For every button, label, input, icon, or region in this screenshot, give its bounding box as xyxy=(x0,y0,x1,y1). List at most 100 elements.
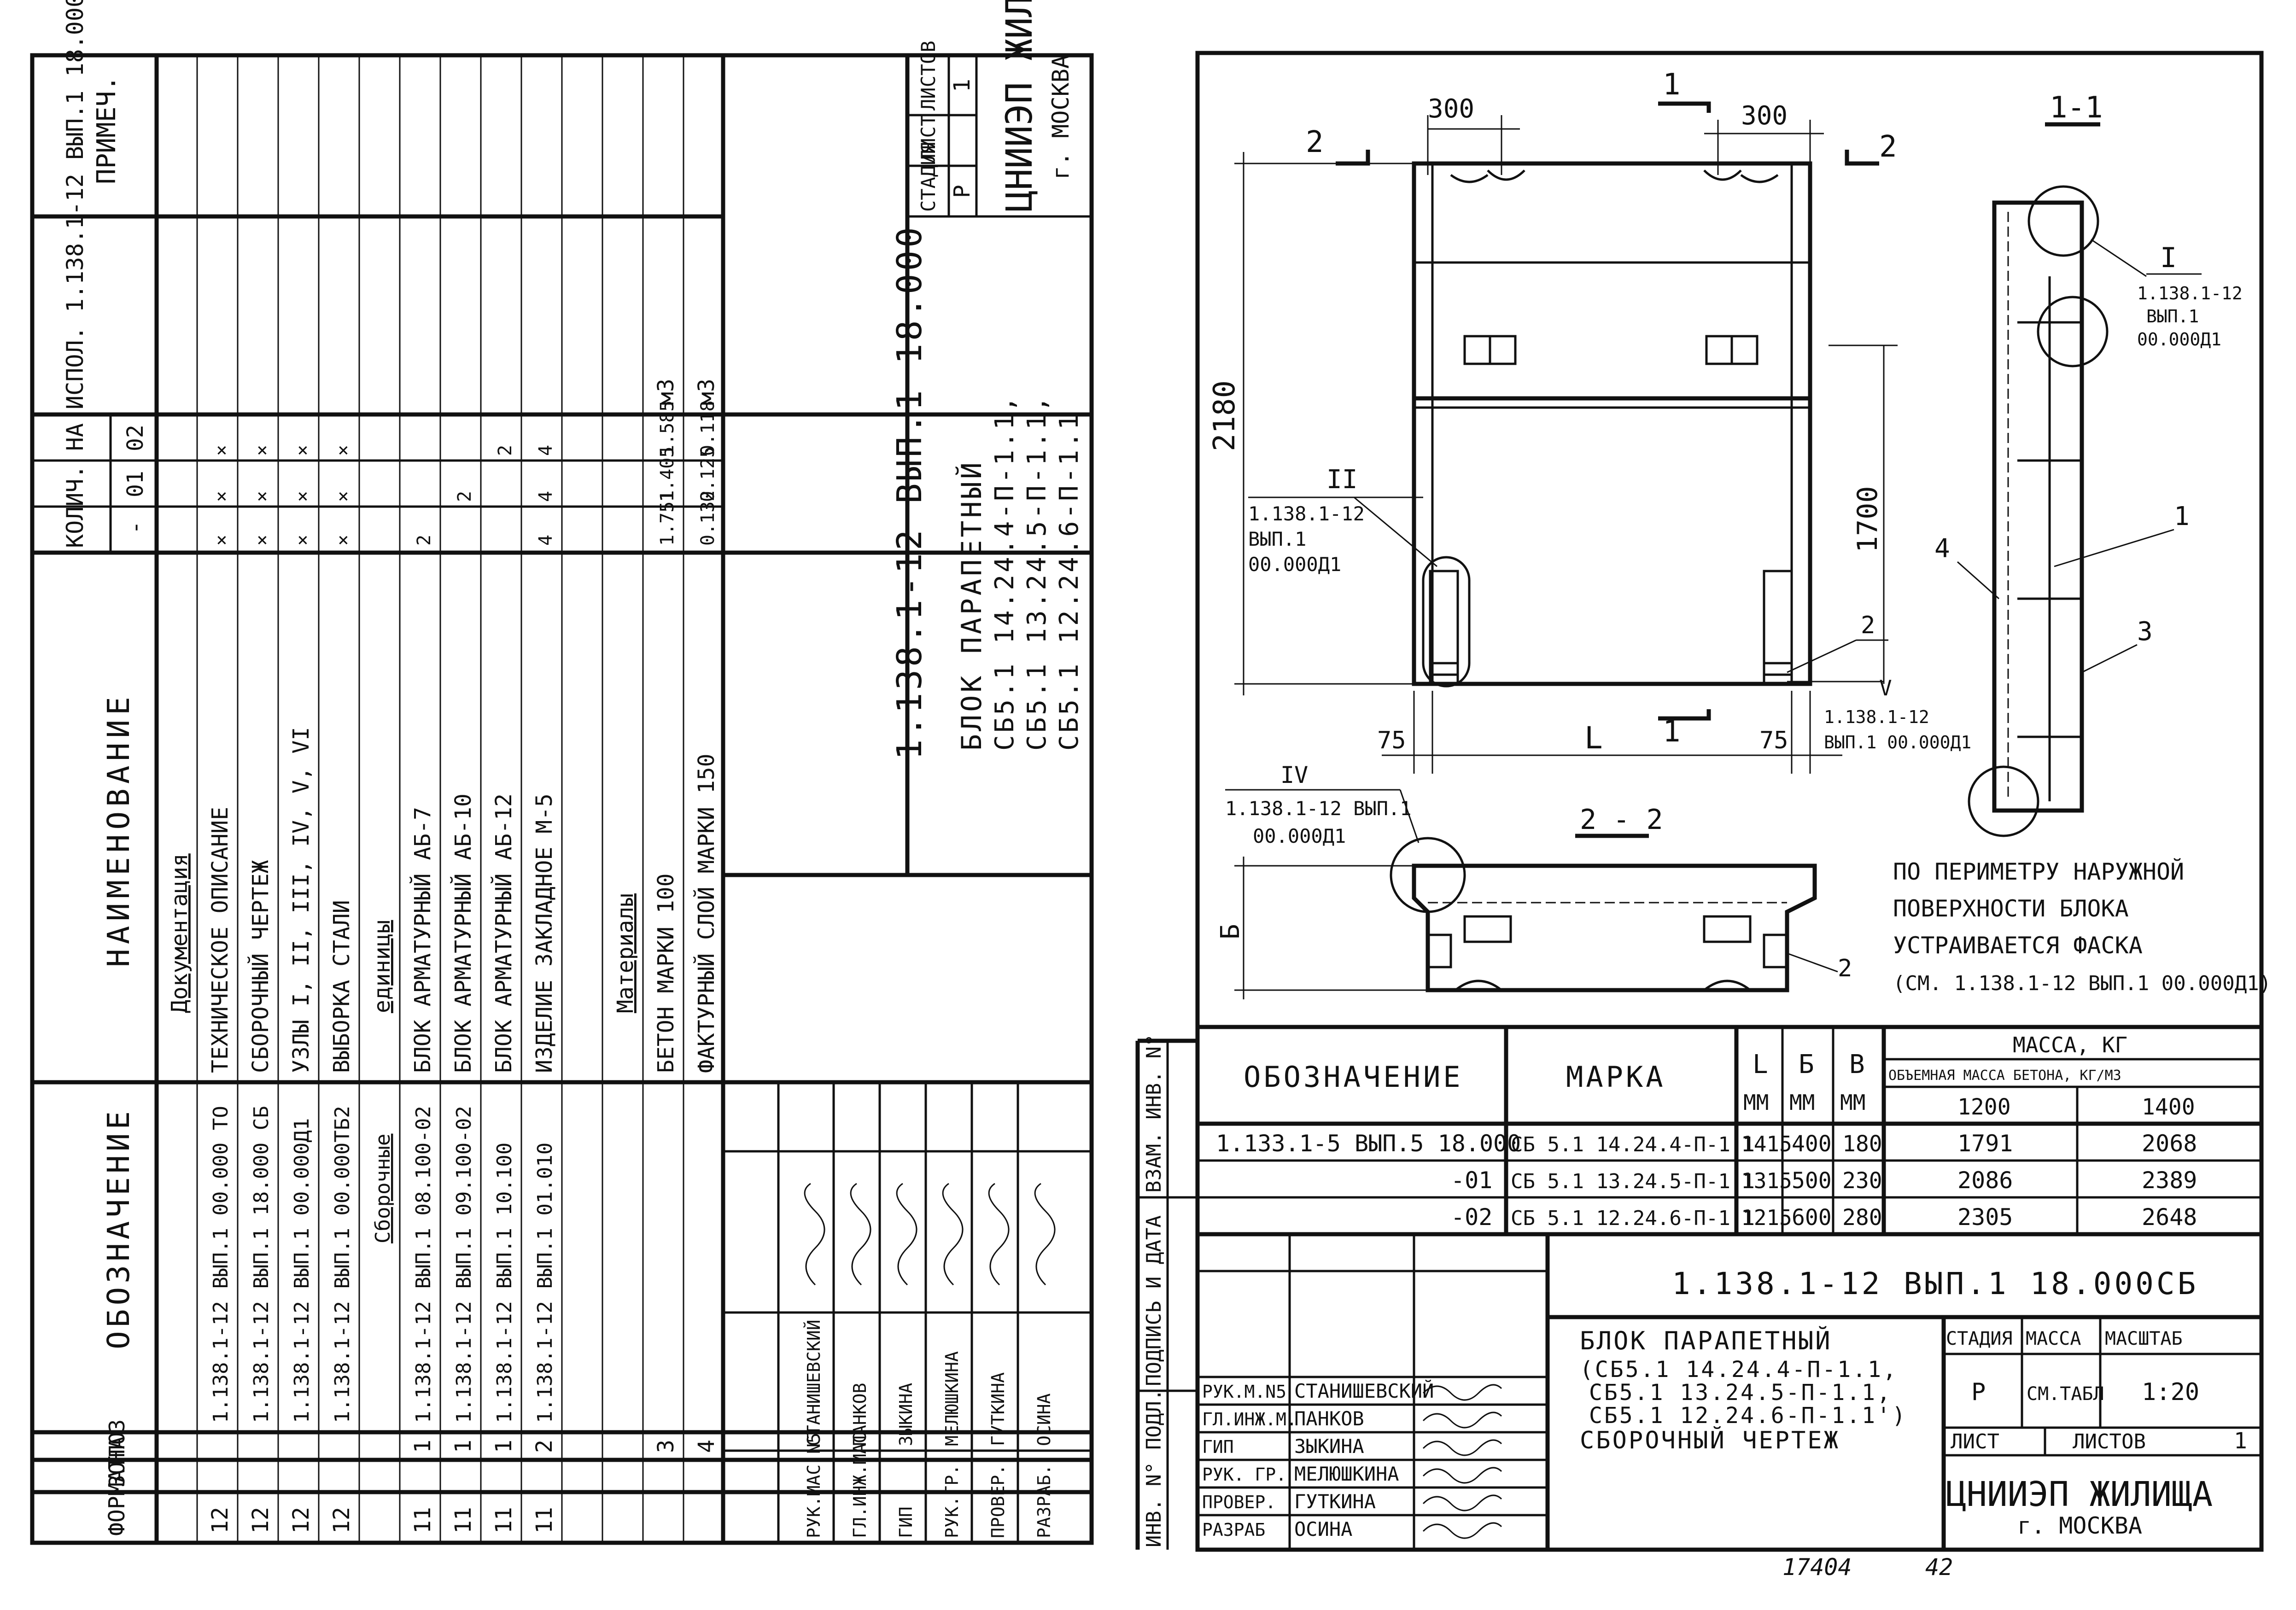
left-title-line-2: СБ5.1 13.24.5-П-1.1, xyxy=(1022,394,1052,751)
spec-cell-designation: 1.138.1-12 ВЫП.1 00.000Д1 xyxy=(290,1118,314,1423)
callout-I-ref-2: 00.000Д1 xyxy=(2137,329,2221,350)
panel-outline xyxy=(1412,161,1812,686)
right-title-line-1: (СБ5.1 14.24.4-П-1.1, xyxy=(1580,1357,1898,1382)
right-sheet: ИНВ. N° ПОДЛ. ПОДПИСЬ И ДАТА ВЗАМ. ИНВ. … xyxy=(1135,51,2271,1581)
left-signer-row: РУК.ГР.МЕЛЮШКИНА xyxy=(942,1183,964,1538)
spec-cell-qty-2: × xyxy=(292,445,313,456)
spec-cell-format: 12 xyxy=(329,1507,355,1534)
left-signer-role: РАЗРАБ. xyxy=(1034,1464,1054,1538)
marks-cell-m2: 2389 xyxy=(2142,1167,2197,1194)
spec-cell-qty-0: 2 xyxy=(414,535,435,546)
spec-cell-designation: 1.138.1-12 ВЫП.1 09.100-02 xyxy=(452,1106,476,1423)
section-pos-1: 1 xyxy=(2174,502,2190,531)
right-signer-name: СТАНИШЕВСКИЙ xyxy=(1294,1379,1434,1402)
spec-cell-name: БЕТОН МАРКИ 100 xyxy=(653,874,679,1073)
right-signer-role: ГИП xyxy=(1202,1437,1234,1457)
hdr-qty-col-2: 02 xyxy=(123,425,148,451)
spec-cell-name: единицы xyxy=(369,920,395,1013)
spec-cell-name: БЛОК АРМАТУРНЫЙ АБ-7 xyxy=(409,807,436,1073)
right-signer-row: ПРОВЕР.ГУТКИНА xyxy=(1202,1490,1502,1513)
marks-cell-m1: 2305 xyxy=(1957,1204,2013,1231)
spec-cell-designation: Сборочные xyxy=(371,1134,395,1243)
right-title-line-4: СБОРОЧНЫЙ ЧЕРТЕЖ xyxy=(1580,1426,1840,1454)
left-signer-role: РУК.ГР. xyxy=(942,1464,962,1538)
spec-cell-pos: 1 xyxy=(410,1440,436,1453)
mt-hdr-unit-L: ММ xyxy=(1743,1090,1769,1115)
section-pos-4: 4 xyxy=(1934,534,1950,564)
mt-hdr-mark: МАРКА xyxy=(1566,1060,1666,1094)
spec-cell-name: Документация xyxy=(167,853,193,1013)
spec-cell-designation: 1.138.1-12 ВЫП.1 08.100-02 xyxy=(412,1106,435,1423)
hdr-qty-col-0: - xyxy=(123,521,148,534)
right-stage-label: СТАДИЯ xyxy=(1946,1328,2013,1349)
marks-cell-mark: СБ 5.1 12.24.6-П-1.1 xyxy=(1511,1207,1755,1230)
marks-cell-V: 230 xyxy=(1842,1168,1882,1194)
mt-hdr-d1: 1200 xyxy=(1957,1094,2011,1120)
signature-scribble xyxy=(1034,1183,1056,1286)
spec-row: Материалы xyxy=(613,893,638,1013)
marks-table: ОБОЗНАЧЕНИЕ МАРКА L Б В ММ ММ ММ МАССА, … xyxy=(1198,1025,2261,1237)
right-doc-number: 1.138.1-12 ВЫП.1 18.000СБ xyxy=(1672,1266,2198,1301)
left-signer-row: РАЗРАБ.ОСИНА xyxy=(1034,1183,1056,1538)
spec-cell-name: ФАКТУРНЫЙ СЛОЙ МАРКИ 150 xyxy=(693,753,719,1073)
mt-hdr-unit-B: ММ xyxy=(1789,1090,1815,1115)
section-2-2-pos: 2 xyxy=(1838,955,1852,982)
left-title-line-0: БЛОК ПАРАПЕТНЫЙ xyxy=(955,460,988,751)
spec-cell-qty-2: × xyxy=(211,445,232,456)
mt-hdr-L: L xyxy=(1753,1050,1768,1079)
left-signer-name: ЗЫКИНА xyxy=(896,1383,916,1446)
right-title-line-3: СБ5.1 12.24.6-П-1.1') xyxy=(1589,1403,1907,1429)
spec-cell-qty-0: × xyxy=(211,535,232,546)
marks-row: 1.133.1-5 ВЫП.5 18.000СБ 5.1 14.24.4-П-1… xyxy=(1216,1130,2197,1157)
section-2-2-title: 2 - 2 xyxy=(1580,804,1663,836)
marks-cell-mark: СБ 5.1 14.24.4-П-1.1 xyxy=(1511,1133,1755,1156)
left-signer-row: ПРОВЕР.ГУТКИНА xyxy=(988,1183,1010,1538)
marks-cell-designation: -02 xyxy=(1451,1204,1492,1231)
right-title-block: 1.138.1-12 ВЫП.1 18.000СБ БЛОК ПАРАПЕТНЫ… xyxy=(1198,1234,2261,1550)
left-org: ЦНИИЭП ЖИЛИЩА xyxy=(999,0,1040,212)
left-signer-role: ПРОВЕР. xyxy=(988,1464,1008,1538)
callout-I-circle xyxy=(2027,185,2099,257)
spec-cell-format: 12 xyxy=(288,1507,314,1534)
hdr-qty: КОЛИЧ. НА ИСПОЛ. 1.138.1-12 ВЫП.1 18.000… xyxy=(62,0,88,548)
left-sheets: 1 xyxy=(949,79,975,92)
note-line-0: ПО ПЕРИМЕТРУ НАРУЖНОЙ xyxy=(1893,858,2184,885)
signature-scribble xyxy=(1422,1494,1502,1511)
section-1-1-body xyxy=(1992,200,2084,813)
signature-scribble xyxy=(1422,1439,1502,1456)
left-sheet-label: ЛИСТ xyxy=(917,115,940,161)
spec-cell-qty-0: 0.132 xyxy=(697,490,719,546)
right-scale-label: МАСШТАБ xyxy=(2105,1328,2183,1349)
note-line-3: (СМ. 1.138.1-12 ВЫП.1 00.000Д1) xyxy=(1893,972,2271,995)
right-signer-name: ПАНКОВ xyxy=(1294,1407,1364,1430)
marks-cell-L: 1315 xyxy=(1741,1168,1792,1193)
mt-hdr-B: Б xyxy=(1799,1050,1814,1079)
section-2-2: 2 - 2 Б 2 IV 1.138.1-12 ВЫП.1 00.000Д1 xyxy=(1215,762,1852,999)
callout-I-mark: I xyxy=(2160,242,2177,274)
stamp-inv: ИНВ. N° ПОДЛ. xyxy=(1142,1389,1166,1547)
right-signer-role: РУК.М.N5 xyxy=(1202,1382,1286,1402)
callout-II-ref-2: 00.000Д1 xyxy=(1248,553,1341,576)
left-stage-label: СТАДИЯ xyxy=(917,142,940,212)
section-mark-1b: 1 xyxy=(1663,715,1681,749)
stamp-replace: ВЗАМ. ИНВ. N° xyxy=(1142,1034,1166,1193)
spec-cell-name: СБОРОЧНЫЙ ЧЕРТЕЖ xyxy=(247,860,274,1073)
spec-cell-format: 11 xyxy=(410,1507,436,1534)
dim-inner-height: 1700 xyxy=(1852,486,1884,553)
left-sheet: ФОРМАТ ЗОНА ПОЗ ОБОЗНАЧЕНИЕ НАИМЕНОВАНИЕ… xyxy=(30,0,1094,1545)
left-rotated-content: ФОРМАТ ЗОНА ПОЗ ОБОЗНАЧЕНИЕ НАИМЕНОВАНИЕ… xyxy=(32,0,1092,1543)
callout-III-circle xyxy=(2037,296,2109,368)
callout-I-ref-0: 1.138.1-12 xyxy=(2137,283,2243,303)
marks-cell-mark: СБ 5.1 13.24.5-П-1.1 xyxy=(1511,1170,1755,1193)
spec-cell-pos: 1 xyxy=(450,1440,476,1453)
dim-top-right: 300 xyxy=(1741,101,1788,131)
left-title-line-1: СБ5.1 14.24.4-П-1.1, xyxy=(990,394,1020,751)
spec-row: Документация xyxy=(167,853,193,1013)
callout-V-mark: V xyxy=(1879,676,1892,700)
note-line-1: ПОВЕРХНОСТИ БЛОКА xyxy=(1893,895,2129,922)
